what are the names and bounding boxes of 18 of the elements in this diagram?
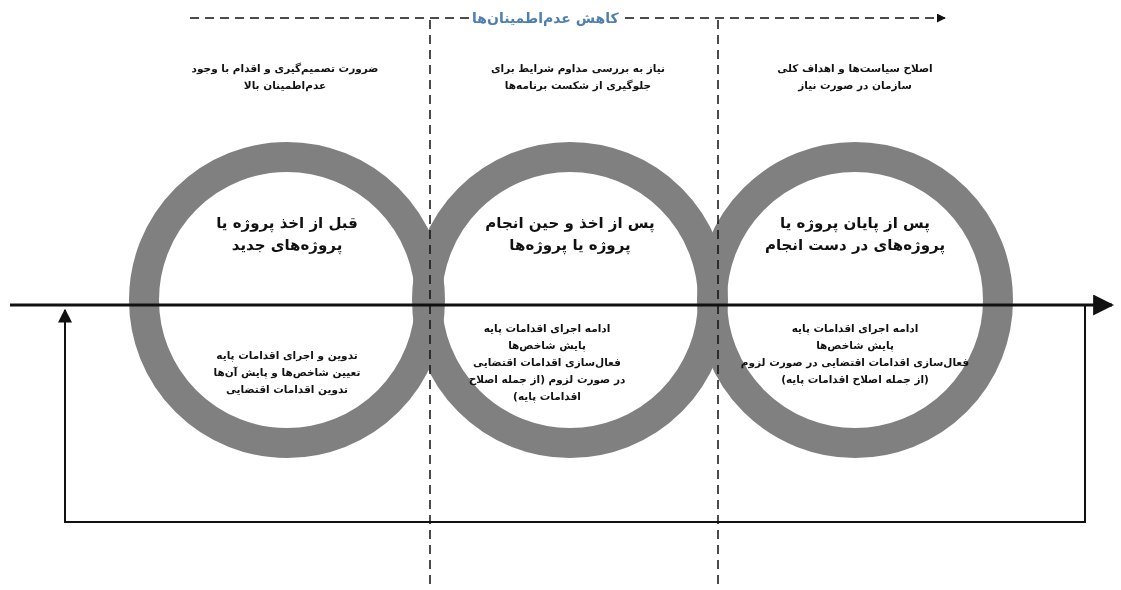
ring bbox=[697, 142, 1013, 458]
action-text: پایش شاخص‌ها bbox=[815, 338, 895, 354]
action-text: تعیین شاخص‌ها و پایش آن‌ها bbox=[212, 365, 362, 381]
note-text: اصلاح سیاست‌ها و اهداف کلی سازمان در صورت نیاز bbox=[776, 61, 934, 94]
stage-title: قبل از اخذ پروژه یا پروژه‌های جدید bbox=[215, 213, 359, 256]
stage-title: پس از اخذ و حین انجام پروژه یا پروژه‌ها bbox=[484, 213, 656, 256]
action-text: فعال‌سازی اقدامات اقتضایی در صورت لزوم (از جمله اصلاح اقدامات پایه) bbox=[467, 355, 627, 405]
action-text: ادامه اجرای اقدامات پایه bbox=[790, 321, 920, 337]
action-text: ادامه اجرای اقدامات پایه bbox=[482, 321, 612, 337]
stage-title: پس از پایان پروژه یا پروژه‌های در دست انجام bbox=[763, 213, 947, 256]
ring bbox=[412, 142, 728, 458]
note-text: نیاز به بررسی مداوم شرایط برای جلوگیری از شکست برنامه‌ها bbox=[490, 61, 666, 94]
action-text: پایش شاخص‌ها bbox=[507, 338, 587, 354]
action-text: تدوین و اجرای اقدامات پایه bbox=[215, 348, 359, 364]
action-text: تدوین اقدامات اقتضایی bbox=[225, 382, 349, 398]
action-text: فعال‌سازی اقدامات اقتضایی در صورت لزوم (از جمله اصلاح اقدامات پایه) bbox=[739, 355, 971, 388]
ring bbox=[129, 142, 445, 458]
note-text: ضرورت تصمیم‌گیری و اقدام با وجود عدم‌اطمینان بالا bbox=[190, 61, 380, 94]
